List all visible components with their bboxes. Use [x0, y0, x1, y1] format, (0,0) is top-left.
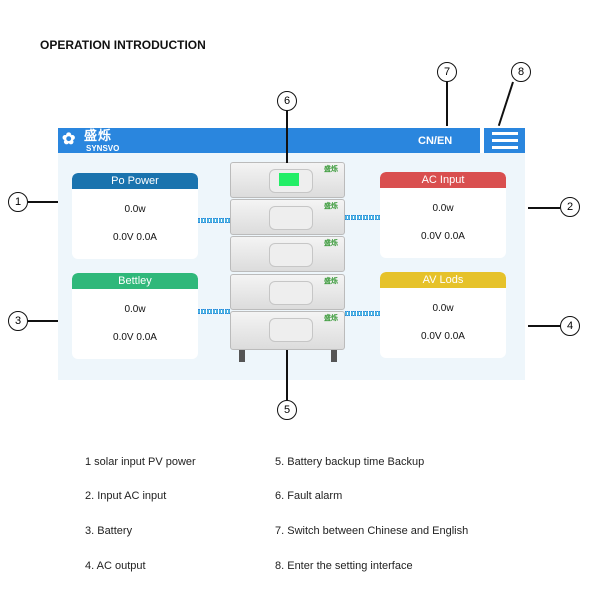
- module-brand: 盛烁: [324, 166, 338, 173]
- logo-mark-icon: ✿: [62, 131, 76, 148]
- battery-module: 盛烁: [230, 274, 345, 310]
- fault-alarm-display[interactable]: [279, 173, 299, 186]
- card-power: 0.0w: [432, 203, 454, 214]
- battery-card: Bettley 0.0w 0.0V 0.0A: [72, 273, 198, 359]
- callout-8: 8: [511, 62, 531, 82]
- hamburger-menu-icon[interactable]: [484, 128, 525, 153]
- module-brand: 盛烁: [324, 278, 338, 285]
- battery-module: 盛烁: [230, 199, 345, 235]
- connector-line: [198, 309, 230, 314]
- legend-item: 4. AC output: [85, 560, 146, 572]
- callout-line: [286, 111, 288, 163]
- wheel-icon: [331, 350, 337, 362]
- ac-input-card: AC Input 0.0w 0.0V 0.0A: [380, 172, 506, 258]
- module-brand: 盛烁: [324, 203, 338, 210]
- logo-en: SYNSVO: [86, 144, 120, 153]
- card-voltage-current: 0.0V 0.0A: [421, 331, 465, 342]
- legend-item: 1 solar input PV power: [85, 456, 196, 468]
- pv-power-card: Po Power 0.0w 0.0V 0.0A: [72, 173, 198, 259]
- callout-3: 3: [8, 311, 28, 331]
- card-voltage-current: 0.0V 0.0A: [113, 232, 157, 243]
- legend-item: 2. Input AC input: [85, 490, 167, 502]
- card-voltage-current: 0.0V 0.0A: [421, 231, 465, 242]
- callout-line: [28, 320, 58, 322]
- language-toggle-button[interactable]: CN/EN: [418, 135, 453, 147]
- wheel-icon: [239, 350, 245, 362]
- module-brand: 盛烁: [324, 315, 338, 322]
- callout-line: [286, 350, 288, 400]
- connector-line: [198, 218, 230, 223]
- module-brand: 盛烁: [324, 240, 338, 247]
- battery-module: 盛烁: [230, 236, 345, 272]
- battery-module: 盛烁: [230, 162, 345, 198]
- logo-cn: 盛烁: [84, 128, 113, 143]
- logo: ✿ 盛烁 SYNSVO: [62, 128, 142, 154]
- legend-item: 5. Battery backup time Backup: [275, 456, 425, 468]
- callout-6: 6: [277, 91, 297, 111]
- card-power: 0.0w: [432, 303, 454, 314]
- connector-line: [345, 215, 380, 220]
- card-title: Bettley: [72, 273, 198, 289]
- callout-5: 5: [277, 400, 297, 420]
- callout-7: 7: [437, 62, 457, 82]
- page-title: OPERATION INTRODUCTION: [40, 38, 206, 52]
- legend-item: 8. Enter the setting interface: [275, 560, 413, 572]
- card-title: AC Input: [380, 172, 506, 188]
- card-voltage-current: 0.0V 0.0A: [113, 332, 157, 343]
- card-title: AV Lods: [380, 272, 506, 288]
- callout-line: [446, 82, 448, 126]
- card-power: 0.0w: [124, 304, 146, 315]
- callout-1: 1: [8, 192, 28, 212]
- card-title: Po Power: [72, 173, 198, 189]
- ac-loads-card: AV Lods 0.0w 0.0V 0.0A: [380, 272, 506, 358]
- card-power: 0.0w: [124, 204, 146, 215]
- battery-module: 盛烁: [230, 311, 345, 350]
- callout-line: [528, 207, 560, 209]
- callout-4: 4: [560, 316, 580, 336]
- legend-item: 3. Battery: [85, 525, 133, 537]
- legend-item: 6. Fault alarm: [275, 490, 343, 502]
- callout-line: [528, 325, 560, 327]
- callout-line: [28, 201, 58, 203]
- top-bar: [58, 128, 480, 153]
- connector-line: [345, 311, 380, 316]
- callout-2: 2: [560, 197, 580, 217]
- callout-line: [497, 81, 514, 127]
- legend-item: 7. Switch between Chinese and English: [275, 525, 469, 537]
